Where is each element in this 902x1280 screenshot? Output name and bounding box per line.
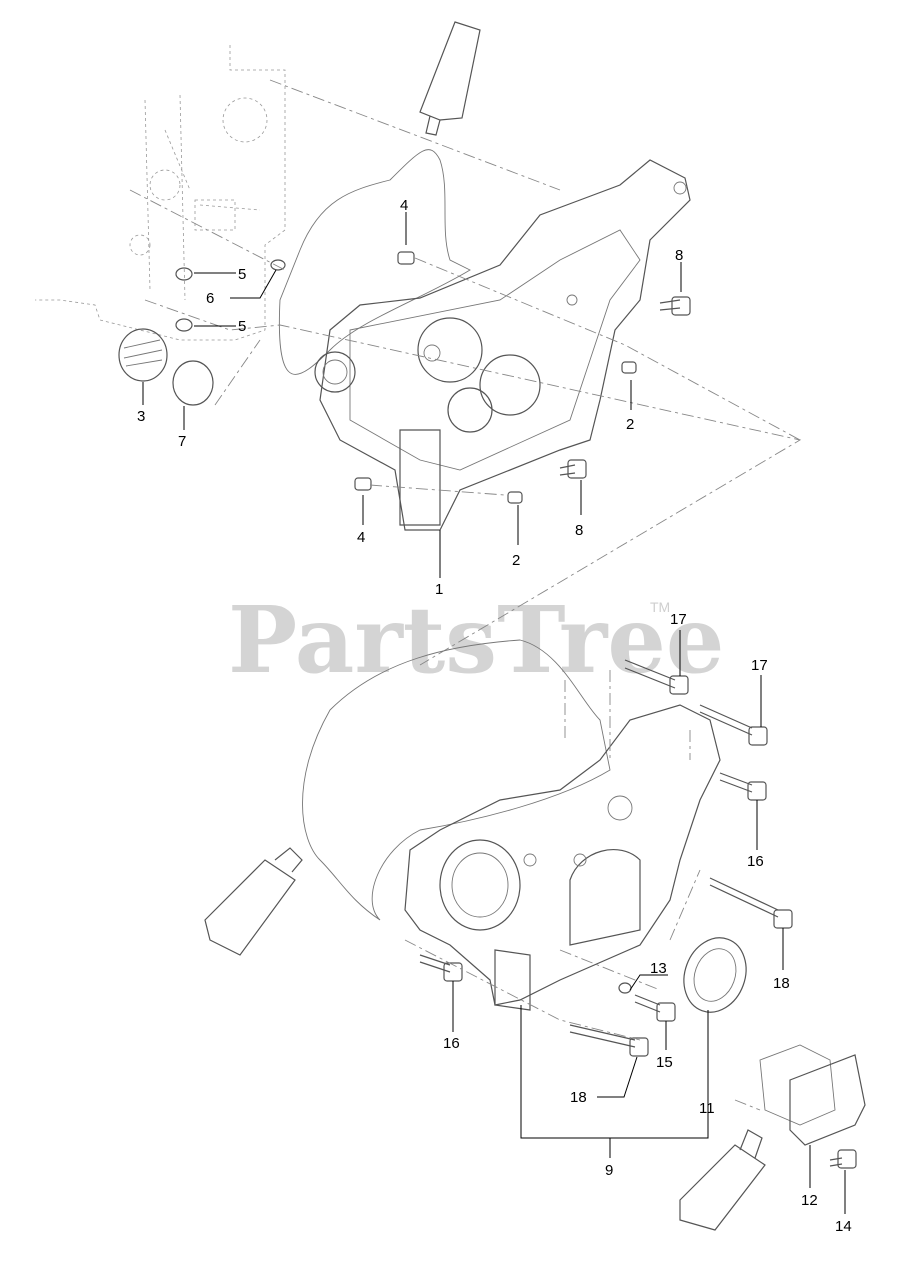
callout-8-bottom: 8 [575, 522, 583, 539]
callout-17-right: 17 [751, 657, 768, 674]
alignment-lines-top [129, 79, 802, 666]
callout-18-left: 18 [570, 1089, 587, 1106]
watermark-tm: TM [650, 599, 670, 615]
callout-12: 12 [801, 1192, 818, 1209]
small-seals [118, 259, 286, 406]
callout-7: 7 [178, 433, 186, 450]
timing-case [314, 159, 691, 531]
callout-18-right: 18 [773, 975, 790, 992]
washer [618, 982, 632, 994]
callout-8-top: 8 [675, 247, 683, 264]
gasket-top [278, 149, 471, 375]
callout-13: 13 [650, 960, 667, 977]
callout-4-top: 4 [400, 197, 408, 214]
engine-block-ghost [35, 45, 286, 341]
sealant-tube-left [204, 847, 303, 956]
callout-5-bottom: 5 [238, 318, 246, 335]
cover-plate [759, 1044, 866, 1169]
callout-3: 3 [137, 408, 145, 425]
callout-9: 9 [605, 1162, 613, 1179]
sealant-tube-top [419, 21, 481, 136]
bolts-lower [419, 659, 793, 1057]
dowel-pins [354, 251, 637, 504]
callout-5-top: 5 [238, 266, 246, 283]
front-cover [404, 704, 721, 1011]
callout-14: 14 [835, 1218, 852, 1235]
callout-15: 15 [656, 1054, 673, 1071]
callout-4-bottom: 4 [357, 529, 365, 546]
callout-labels: 4 8 5 6 5 3 7 2 4 8 2 1 17 17 16 18 13 1… [137, 197, 852, 1235]
oil-seal [683, 937, 747, 1013]
callout-1: 1 [435, 581, 443, 598]
callout-2-bottom: 2 [512, 552, 520, 569]
leader-lines [142, 212, 846, 1214]
callout-16-right: 16 [747, 853, 764, 870]
callout-16-left: 16 [443, 1035, 460, 1052]
watermark: PartsTree [228, 586, 724, 694]
callout-6: 6 [206, 290, 214, 307]
callout-11: 11 [699, 1100, 715, 1117]
callout-17-left: 17 [670, 611, 687, 628]
alignment-lines-bottom [404, 670, 761, 1111]
bolts-8 [559, 296, 691, 479]
sealant-tube-right [679, 1129, 766, 1231]
callout-2-right: 2 [626, 416, 634, 433]
